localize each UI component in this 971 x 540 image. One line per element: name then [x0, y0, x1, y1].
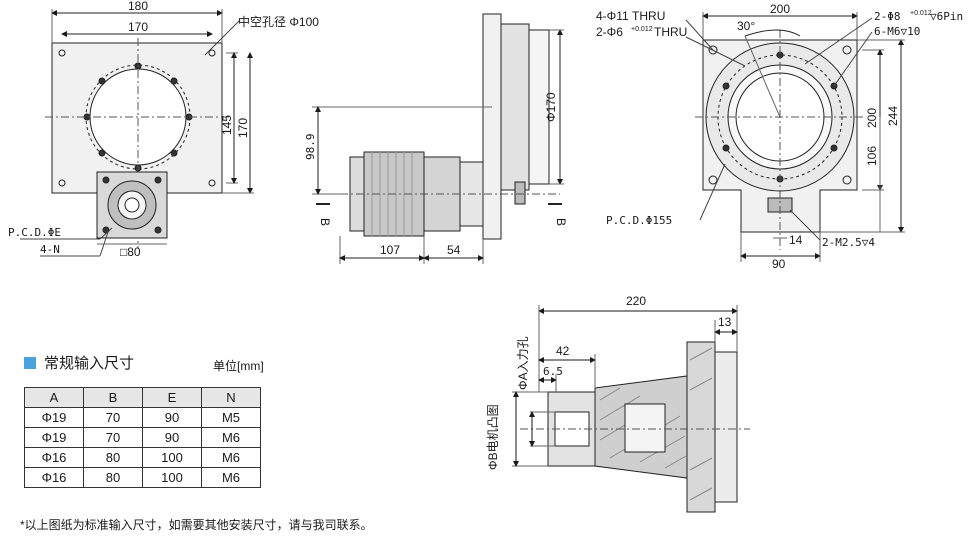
front-n-label: 4-N: [40, 243, 60, 256]
table-row: Φ19 70 90 M5: [24, 407, 261, 428]
top-dim-200-v: 200: [865, 108, 879, 128]
table-row: Φ19 70 90 M6: [24, 427, 261, 448]
front-dim-145: 145: [220, 115, 234, 135]
spec-title-text: 常规输入尺寸: [44, 355, 135, 372]
side-dim-54: 54: [447, 243, 461, 257]
front-corner-hole: [208, 49, 216, 57]
section-dim-42: 42: [556, 344, 570, 358]
side-section-b-right: B: [554, 218, 568, 226]
table-cell: 80: [83, 467, 143, 488]
col-header-e: E: [142, 387, 202, 408]
front-pcd-label: P.C.D.ΦE: [8, 226, 61, 239]
table-cell: Φ19: [24, 407, 84, 428]
side-output-disk: [528, 29, 550, 185]
top-pin-thru: THRU: [654, 25, 687, 39]
top-dim-200: 200: [770, 2, 790, 16]
top-corner-hole: [708, 45, 718, 55]
front-view: [20, 9, 254, 257]
table-cell: 70: [83, 407, 143, 428]
table-cell: 100: [142, 447, 202, 468]
table-cell: Φ16: [24, 447, 84, 468]
title-square-icon: [24, 356, 36, 369]
table-row: Φ16 80 100 M6: [24, 467, 261, 488]
section-label-a: ΦA入力孔: [516, 336, 530, 390]
top-dim-14: 14: [789, 233, 803, 247]
top-pcd155: P.C.D.Φ155: [606, 214, 672, 227]
table-cell: 80: [83, 447, 143, 468]
section-label-b: ΦB电机凸图: [486, 404, 500, 470]
top-pin-depth: ▽6Pin: [930, 10, 963, 23]
table-cell: M6: [201, 447, 261, 468]
table-cell: 90: [142, 407, 202, 428]
top-thru-holes: 4-Φ11 THRU: [596, 9, 665, 23]
top-corner-hole: [842, 175, 852, 185]
section-view: [512, 305, 750, 513]
col-header-b: B: [83, 387, 143, 408]
top-dim-106: 106: [865, 146, 879, 166]
section-dim-6-5: 6.5: [543, 365, 563, 378]
top-tap-holes: [722, 51, 838, 183]
section-dim-13: 13: [718, 315, 732, 329]
table-cell: Φ19: [24, 427, 84, 448]
top-pin-holes: 2-Φ6: [596, 25, 623, 39]
front-dim-170-v: 170: [236, 118, 250, 138]
front-bore-note: 中空孔径 Φ100: [238, 14, 319, 29]
table-cell: Φ16: [24, 467, 84, 488]
table-header-row: A B E N: [24, 387, 261, 408]
side-output-body: [500, 23, 530, 191]
section-dim-220: 220: [626, 294, 646, 308]
col-header-n: N: [201, 387, 261, 408]
table-row: Φ16 80 100 M6: [24, 447, 261, 468]
top-dim-244: 244: [886, 106, 900, 126]
spec-table-title: 常规输入尺寸: [24, 352, 134, 373]
section-output-disk: [714, 351, 738, 503]
section-flange: [686, 341, 716, 513]
top-pin-tol-right: +0.012: [910, 10, 932, 17]
top-dim-90: 90: [772, 257, 786, 271]
table-cell: 70: [83, 427, 143, 448]
side-key: [514, 181, 526, 205]
table-cell: 100: [142, 467, 202, 488]
side-dim-170: Φ170: [544, 92, 558, 122]
table-cell: M6: [201, 427, 261, 448]
table-cell: M5: [201, 407, 261, 428]
top-angle: 30°: [737, 19, 755, 33]
col-header-a: A: [24, 387, 84, 408]
top-tap-holes: 6-M6▽10: [874, 25, 920, 38]
spec-unit: 单位[mm]: [213, 359, 264, 373]
front-dim-180: 180: [128, 0, 148, 13]
section-bearing: [624, 403, 666, 453]
top-m25: 2-M2.5▽4: [822, 236, 875, 249]
side-view: [312, 13, 564, 264]
top-pin-tol: +0.012: [631, 26, 653, 33]
front-motor-square: □80: [120, 245, 141, 259]
side-dim-98-9: 98.9: [304, 134, 317, 161]
spec-table: A B E N Φ19 70 90 M5 Φ19 70 90 M6 Φ16 80…: [24, 387, 261, 488]
side-dim-107: 107: [380, 243, 400, 257]
top-corner-hole: [708, 175, 718, 185]
side-flange: [482, 13, 502, 240]
front-corner-hole: [58, 179, 66, 187]
top-corner-hole: [842, 45, 852, 55]
footer-note: *以上图纸为标准输入尺寸，如需要其他安装尺寸，请与我司联系。: [20, 518, 373, 532]
front-corner-hole: [208, 179, 216, 187]
top-view: [685, 12, 905, 262]
front-dim-170: 170: [128, 20, 148, 34]
top-pin-holes-right: 2-Φ8: [874, 10, 901, 23]
table-cell: M6: [201, 467, 261, 488]
front-corner-hole: [58, 49, 66, 57]
table-cell: 90: [142, 427, 202, 448]
top-angle-arc: [744, 29, 801, 37]
side-section-b-left: B: [318, 218, 332, 226]
